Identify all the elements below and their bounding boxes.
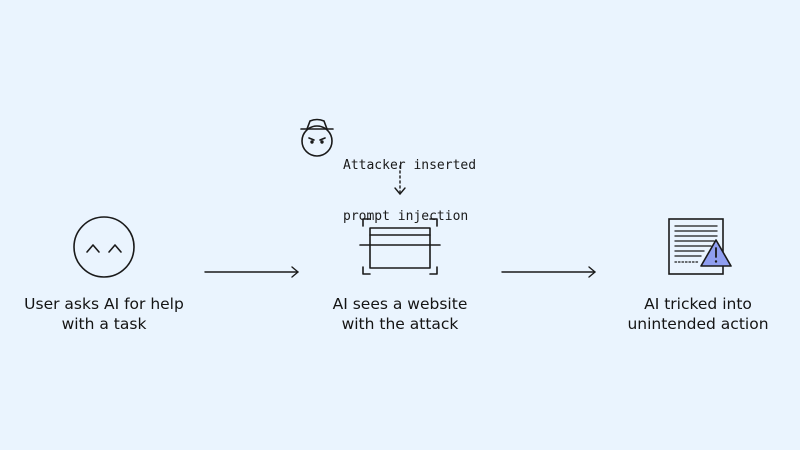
website-frame-icon [359,218,441,275]
step-3-caption-line2: unintended action [627,315,769,333]
attacker-label: Attacker inserted prompt injection [343,123,476,259]
spy-hat-icon [300,118,334,157]
step-3-caption: AI tricked into unintended action [588,294,800,334]
smiling-face-icon [73,216,135,278]
attacker-label-line2: prompt injection [343,209,469,224]
step-1-caption-line1: User asks AI for help [24,295,184,313]
document-warning-icon [668,218,732,275]
step-1-caption: User asks AI for help with a task [0,294,214,334]
arrow-right-2 [501,266,596,278]
attacker-label-line1: Attacker inserted [343,158,477,173]
arrow-right-1 [204,266,299,278]
dotted-arrow-down [394,165,406,196]
step-3-caption-line1: AI tricked into [644,295,752,313]
step-2-caption-line2: with the attack [341,315,459,333]
step-1-caption-line2: with a task [61,315,147,333]
step-2-caption: AI sees a website with the attack [290,294,510,334]
step-2-caption-line1: AI sees a website [332,295,468,313]
warning-triangle-icon [700,239,732,267]
